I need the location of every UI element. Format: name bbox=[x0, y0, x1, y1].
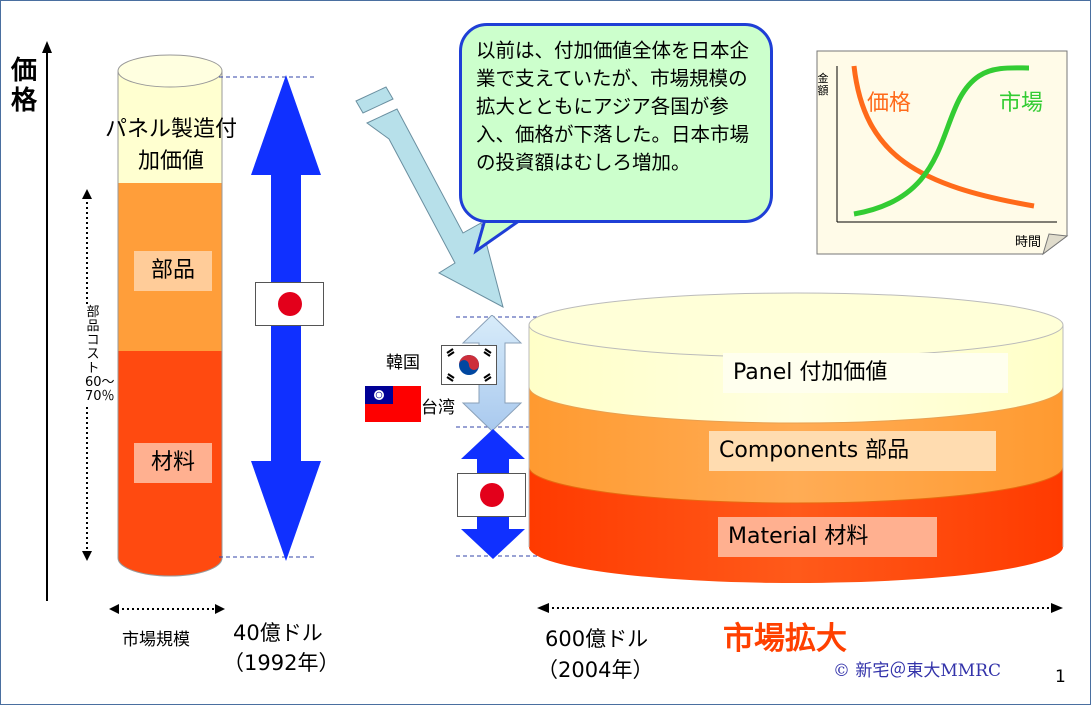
inset-market-label: 市場 bbox=[999, 91, 1044, 116]
market-curve bbox=[853, 65, 1030, 217]
korea-flag bbox=[441, 345, 497, 385]
japan-flag-1992 bbox=[255, 282, 324, 326]
market-value-1992: 40億ドル bbox=[233, 621, 323, 645]
guide-lines-2004 bbox=[456, 316, 572, 557]
inset-y-label: 金額 bbox=[817, 72, 829, 97]
components-label-1992: 部品 bbox=[134, 251, 212, 291]
components-label-2004: Components 部品 bbox=[709, 431, 996, 471]
korea-label: 韓国 bbox=[386, 353, 420, 373]
material-label-1992: 材料 bbox=[134, 443, 212, 483]
panel-value-label-1992: パネル製造付加価値 bbox=[104, 117, 237, 174]
price-curve bbox=[851, 65, 1035, 209]
japan-flag-2004 bbox=[457, 473, 526, 517]
market-expansion-label: 市場拡大 bbox=[723, 621, 847, 657]
market-year-2004: （2004年） bbox=[537, 658, 654, 682]
inset-x-label: 時間 bbox=[1015, 235, 1042, 250]
market-year-1992: （1992年） bbox=[223, 651, 340, 675]
page-number: 1 bbox=[1055, 667, 1066, 687]
price-axis bbox=[42, 41, 52, 601]
market-size-arrow-1992 bbox=[109, 604, 225, 614]
guide-lines-1992 bbox=[219, 76, 315, 558]
material-label-2004: Material 材料 bbox=[718, 517, 937, 557]
market-size-arrow-2004 bbox=[537, 603, 1063, 613]
speech-bubble-tail-mask bbox=[476, 189, 508, 201]
inset-chart bbox=[816, 50, 1069, 256]
panel-value-label-2004: Panel 付加価値 bbox=[723, 353, 1008, 393]
speech-bubble bbox=[459, 23, 773, 223]
market-size-label: 市場規模 bbox=[122, 630, 190, 650]
inset-price-label: 価格 bbox=[867, 91, 912, 116]
cost-range-arrow bbox=[82, 189, 92, 561]
taiwan-flag bbox=[365, 386, 421, 422]
price-axis-label: 価格 bbox=[10, 56, 37, 116]
copyright: © 新宅＠東大MMRC bbox=[833, 661, 1002, 681]
cost-label: 部品コスト60〜70％ bbox=[85, 305, 115, 404]
speech-bubble-text: 以前は、付加価値全体を日本企業で支えていたが、市場規模の拡大とともにアジア各国が… bbox=[476, 39, 750, 174]
market-value-2004: 600億ドル bbox=[545, 627, 649, 651]
taiwan-label: 台湾 bbox=[421, 398, 455, 418]
transition-arrow bbox=[355, 86, 504, 308]
